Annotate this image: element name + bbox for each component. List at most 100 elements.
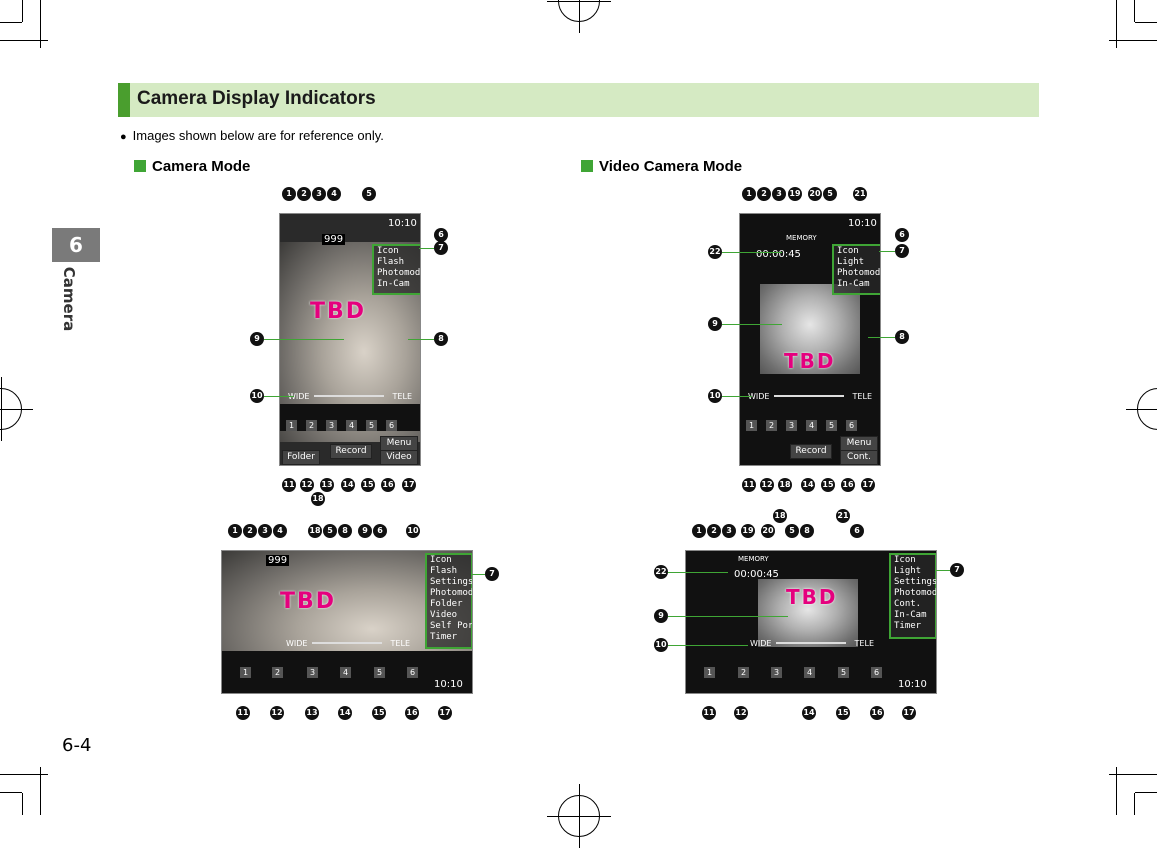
reference-note: Images shown below are for reference onl… bbox=[120, 128, 384, 143]
callout-marker: 10 bbox=[708, 389, 722, 403]
callout-marker: 2 bbox=[707, 524, 721, 538]
callout-marker: 3 bbox=[722, 524, 736, 538]
callout-marker: 7 bbox=[950, 563, 964, 577]
video-portrait-screen: MEMORY 10:10 00:00:45 Icon Light Photomo… bbox=[739, 213, 881, 466]
leader-line bbox=[264, 396, 294, 397]
callout-marker: 21 bbox=[853, 187, 867, 201]
crop-mark bbox=[22, 793, 23, 815]
status-clock: 10:10 bbox=[388, 218, 417, 229]
tool-number: 5 bbox=[374, 667, 385, 678]
callout-marker: 1 bbox=[282, 187, 296, 201]
callout-marker: 19 bbox=[788, 187, 802, 201]
softkey-menu: Menu bbox=[380, 436, 418, 451]
zoom-bar: WIDE TELE bbox=[286, 639, 410, 648]
callout-marker: 15 bbox=[372, 706, 386, 720]
tool-number: 3 bbox=[786, 420, 797, 431]
tool-number: 1 bbox=[286, 420, 297, 431]
status-clock: 10:10 bbox=[848, 218, 877, 229]
menu-item: Photomode bbox=[430, 588, 473, 598]
callout-marker: 7 bbox=[485, 567, 499, 581]
callout-marker: 19 bbox=[741, 524, 755, 538]
camera-landscape-menu: Icon Flash Settings Photomode Folder Vid… bbox=[425, 553, 473, 649]
menu-item: Self Por. bbox=[430, 621, 473, 631]
callout-marker: 12 bbox=[270, 706, 284, 720]
zoom-wide-label: WIDE bbox=[748, 392, 770, 401]
green-square-icon bbox=[134, 160, 146, 172]
menu-item: Icon bbox=[377, 246, 399, 256]
crop-mark bbox=[40, 0, 41, 48]
tbd-placeholder: TBD bbox=[786, 585, 838, 609]
tool-number: 6 bbox=[871, 667, 882, 678]
zoom-tele-label: TELE bbox=[852, 392, 872, 401]
callout-marker: 11 bbox=[702, 706, 716, 720]
header-accent-bar bbox=[118, 83, 130, 117]
menu-item: Icon bbox=[430, 555, 452, 565]
softkey-cont: Cont. bbox=[840, 450, 878, 465]
menu-item: In-Cam bbox=[377, 279, 410, 289]
callout-marker: 18 bbox=[778, 478, 792, 492]
tool-number: 6 bbox=[407, 667, 418, 678]
callout-marker: 11 bbox=[742, 478, 756, 492]
crop-mark bbox=[1135, 792, 1157, 793]
crop-mark bbox=[1135, 22, 1157, 23]
tool-number: 4 bbox=[340, 667, 351, 678]
zoom-bar: WIDE TELE bbox=[288, 392, 412, 401]
chapter-label: Camera bbox=[60, 266, 79, 332]
menu-item: Light bbox=[894, 566, 922, 576]
video-menu: Icon Light Photomode In-Cam bbox=[832, 244, 880, 295]
registration-mark bbox=[547, 0, 611, 33]
menu-item: In-Cam bbox=[837, 279, 870, 289]
memory-label: MEMORY bbox=[786, 234, 817, 242]
zoom-track bbox=[776, 642, 846, 644]
registration-mark bbox=[0, 377, 33, 441]
callout-marker: 5 bbox=[362, 187, 376, 201]
callout-marker: 16 bbox=[381, 478, 395, 492]
zoom-wide-label: WIDE bbox=[286, 639, 308, 648]
callout-marker: 10 bbox=[406, 524, 420, 538]
callout-marker: 15 bbox=[361, 478, 375, 492]
callout-marker: 15 bbox=[836, 706, 850, 720]
camera-mode-heading: Camera Mode bbox=[134, 158, 250, 175]
camera-mode-heading-text: Camera Mode bbox=[152, 158, 251, 175]
callout-marker: 12 bbox=[300, 478, 314, 492]
video-mode-heading: Video Camera Mode bbox=[581, 158, 742, 175]
callout-marker: 14 bbox=[802, 706, 816, 720]
tool-number: 3 bbox=[326, 420, 337, 431]
crop-mark bbox=[1134, 0, 1135, 22]
crop-mark bbox=[1134, 793, 1135, 815]
tool-number: 3 bbox=[307, 667, 318, 678]
leader-line bbox=[471, 574, 485, 575]
status-counter: 999 bbox=[322, 234, 346, 245]
menu-item: Timer bbox=[430, 632, 458, 642]
callout-marker: 2 bbox=[297, 187, 311, 201]
crop-mark bbox=[0, 774, 48, 775]
tool-number: 1 bbox=[240, 667, 251, 678]
section-title: Camera Display Indicators bbox=[137, 88, 376, 109]
callout-marker: 4 bbox=[273, 524, 287, 538]
callout-marker: 11 bbox=[236, 706, 250, 720]
callout-marker: 6 bbox=[373, 524, 387, 538]
callout-marker: 16 bbox=[841, 478, 855, 492]
tool-number: 6 bbox=[386, 420, 397, 431]
crop-mark bbox=[1116, 767, 1117, 815]
menu-item: Photomode bbox=[894, 588, 937, 598]
callout-marker: 1 bbox=[742, 187, 756, 201]
callout-marker: 6 bbox=[434, 228, 448, 242]
registration-mark bbox=[547, 784, 611, 848]
softkey-folder: Folder bbox=[282, 450, 320, 465]
crop-mark bbox=[1109, 774, 1157, 775]
callout-marker: 9 bbox=[654, 609, 668, 623]
crop-mark bbox=[40, 767, 41, 815]
callout-marker: 3 bbox=[258, 524, 272, 538]
camera-portrait-screen: 999 10:10 Icon Flash Photomode In-Cam TB… bbox=[279, 213, 421, 466]
callout-marker: 9 bbox=[708, 317, 722, 331]
callout-marker: 21 bbox=[836, 509, 850, 523]
tool-number: 5 bbox=[838, 667, 849, 678]
callout-marker: 14 bbox=[341, 478, 355, 492]
menu-item: Folder bbox=[430, 599, 463, 609]
menu-item: Video bbox=[430, 610, 458, 620]
callout-marker: 8 bbox=[800, 524, 814, 538]
chapter-tab: 6 bbox=[52, 228, 100, 262]
video-landscape-menu: Icon Light Settings Photomode Cont. In-C… bbox=[889, 553, 937, 639]
callout-marker: 14 bbox=[801, 478, 815, 492]
